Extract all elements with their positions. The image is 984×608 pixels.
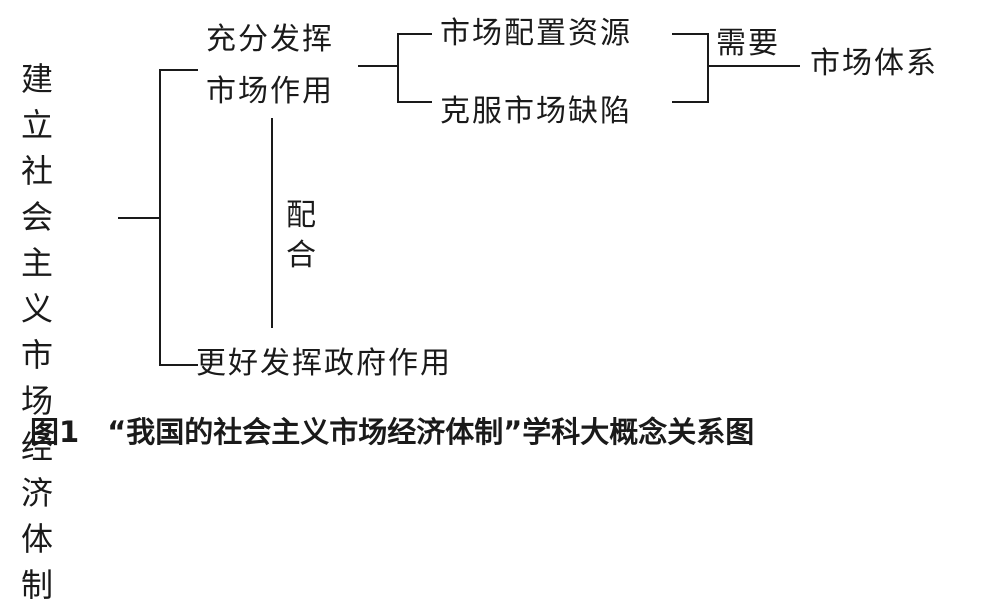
root-concept: 建立社会主义市场经济体制 — [20, 60, 55, 604]
need-bracket — [672, 33, 709, 103]
government-role: 更好发挥政府作用 — [196, 346, 452, 381]
effects-bracket — [397, 33, 432, 103]
main-bracket — [159, 69, 198, 366]
effect-allocate-resources: 市场配置资源 — [440, 16, 632, 51]
market-role-line1: 充分发挥 — [206, 22, 334, 57]
figure-caption: 图1 “我国的社会主义市场经济体制”学科大概念关系图 — [30, 412, 754, 452]
cooperate-link-label: 配合 — [286, 198, 318, 273]
need-link-label: 需要 — [716, 26, 780, 61]
result-market-system: 市场体系 — [810, 46, 938, 81]
market-role-line2: 市场作用 — [206, 74, 334, 109]
figure-title: “我国的社会主义市场经济体制”学科大概念关系图 — [107, 415, 755, 449]
connector-lines — [118, 33, 800, 366]
figure-number: 图1 — [30, 415, 80, 449]
effect-overcome-defects: 克服市场缺陷 — [440, 94, 632, 129]
